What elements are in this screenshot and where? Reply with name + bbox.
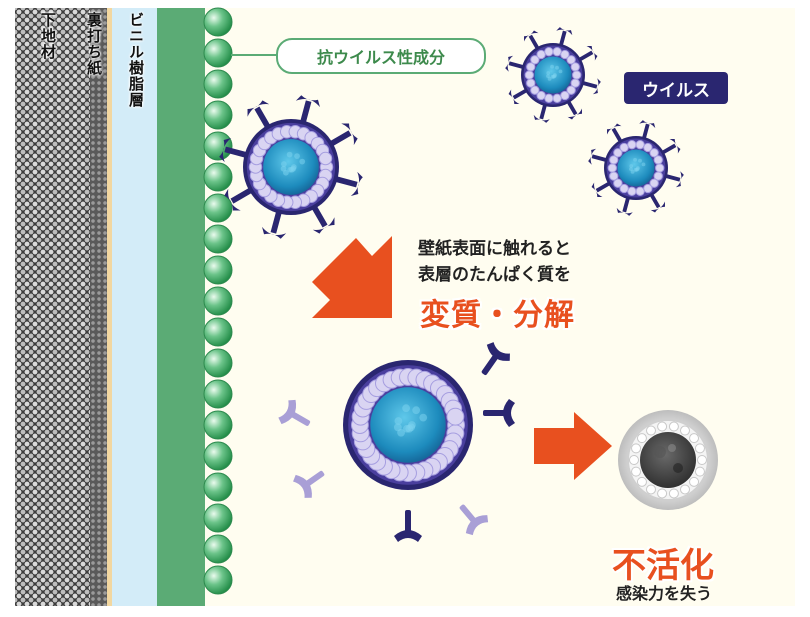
inactivation-arrow (534, 412, 612, 480)
antiviral-bead-column (203, 7, 233, 595)
antiviral-agent-label: 抗ウイルス性成分 (276, 38, 486, 74)
virus-label: ウイルス (624, 72, 728, 104)
backing-paper-edge (107, 8, 112, 606)
antiviral-bead (203, 224, 233, 254)
virus-large (219, 95, 363, 239)
virus-right (588, 120, 684, 216)
antiviral-bead (203, 131, 233, 161)
backing-paper-label: 裏打ち紙 (85, 12, 103, 76)
inactivated-virus (618, 410, 718, 510)
antiviral-bead (203, 379, 233, 409)
detached-spikes (278, 399, 489, 536)
antiviral-bead (203, 565, 233, 595)
antiviral-bead (203, 255, 233, 285)
antiviral-bead (203, 534, 233, 564)
denature-text: 変質・分解 (420, 298, 575, 333)
diagram-frame: 下地材 裏打ち紙 ビニル樹脂層 (15, 8, 795, 606)
virus-denaturing (343, 360, 473, 490)
substrate-layer (15, 8, 90, 606)
antiviral-bead (203, 162, 233, 192)
antiviral-bead (203, 348, 233, 378)
attached-spikes (394, 342, 515, 542)
antiviral-bead (203, 410, 233, 440)
backing-paper-layer (90, 8, 110, 606)
antiviral-bead (203, 7, 233, 37)
antiviral-bead (203, 472, 233, 502)
substrate-label: 下地材 (39, 12, 57, 60)
virus-top-right (505, 27, 601, 123)
diagram-background (205, 8, 795, 606)
antiviral-bead (203, 503, 233, 533)
vinyl-layer-label: ビニル樹脂層 (127, 12, 145, 108)
vinyl-resin-layer (112, 8, 157, 606)
antiviral-bead (203, 69, 233, 99)
antiviral-bead (203, 286, 233, 316)
antiviral-bead (203, 193, 233, 223)
antiviral-bead (203, 100, 233, 130)
antiviral-bead (203, 317, 233, 347)
antiviral-coating-layer (157, 8, 205, 606)
contact-arrow (312, 236, 392, 318)
antiviral-bead (203, 38, 233, 68)
process-line-2: 表層のたんぱく質を (418, 265, 571, 285)
process-line-1: 壁紙表面に触れると (418, 239, 571, 259)
antiviral-bead (203, 441, 233, 471)
virus-group (219, 27, 684, 490)
inactivation-subtitle: 感染力を失う (616, 584, 713, 603)
inactivation-title: 不活化 (612, 546, 714, 586)
